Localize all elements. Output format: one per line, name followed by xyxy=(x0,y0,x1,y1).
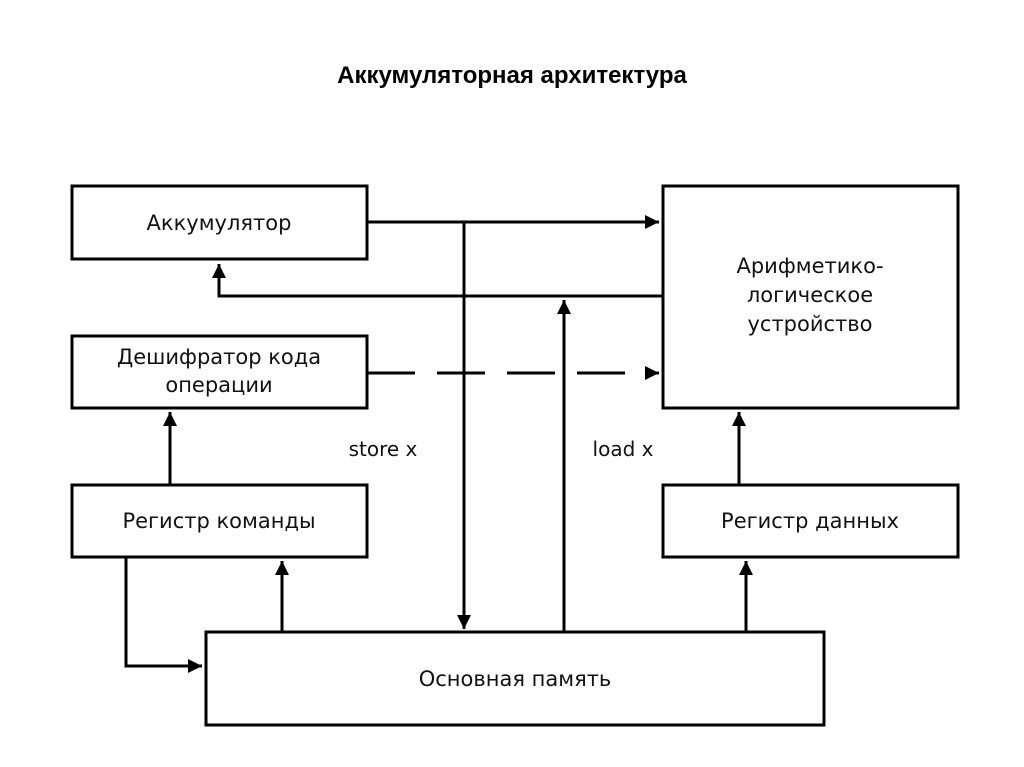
accumulator-label: Аккумулятор xyxy=(147,211,292,235)
data-register-block: Регистр данных xyxy=(661,483,960,559)
data-register-label: Регистр данных xyxy=(721,509,899,533)
accumulator-block: Аккумулятор xyxy=(70,184,369,261)
main-memory-label: Основная память xyxy=(419,667,612,691)
alu-block: Арифметико- логическое устройство xyxy=(661,184,960,410)
main-memory-block: Основная память xyxy=(204,630,826,727)
arrow-instruction-register-to-memory xyxy=(124,557,202,673)
decoder-label-line1: Дешифратор кода xyxy=(117,345,321,369)
store-x-label: store x xyxy=(349,437,418,461)
arrow-alu-to-accumulator xyxy=(212,264,663,298)
decoder-block: Дешифратор кода операции xyxy=(70,334,369,410)
page-title: Аккумуляторная архитектура xyxy=(337,62,687,89)
load-x-label: load x xyxy=(593,437,654,461)
instruction-register-block: Регистр команды xyxy=(70,483,369,559)
instruction-register-label: Регистр команды xyxy=(122,509,315,533)
alu-label-line2: логическое xyxy=(747,283,873,307)
decoder-label-line2: операции xyxy=(165,373,272,397)
alu-label-line3: устройство xyxy=(747,312,872,336)
alu-label-line1: Арифметико- xyxy=(736,254,883,278)
